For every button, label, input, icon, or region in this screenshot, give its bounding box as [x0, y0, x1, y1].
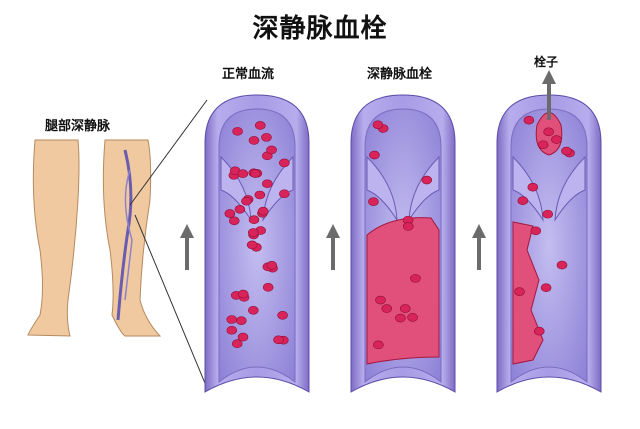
- valve-right: [554, 155, 586, 222]
- blood-cell: [369, 150, 380, 160]
- blood-cell: [237, 289, 249, 299]
- diagram-title: 深静脉血栓: [252, 14, 388, 44]
- flow-arrow-icon: [326, 224, 340, 270]
- embolus-arrow-icon: [542, 70, 556, 120]
- blood-cell: [395, 313, 406, 323]
- blood-cell: [368, 197, 379, 206]
- zoom-line-top: [129, 99, 208, 206]
- blood-cell: [517, 196, 529, 206]
- blood-cell: [279, 189, 290, 199]
- blood-cell: [237, 169, 249, 179]
- blood-cell: [241, 196, 252, 206]
- blood-cell: [228, 216, 240, 226]
- blood-cell: [542, 209, 553, 219]
- legs-illustration: [27, 139, 162, 337]
- zoom-line-bottom: [134, 214, 208, 389]
- blood-cell: [234, 205, 246, 214]
- blood-cell: [277, 311, 288, 320]
- blood-cell: [543, 127, 554, 137]
- blood-cell: [273, 335, 284, 345]
- blood-cell: [530, 226, 542, 236]
- blood-cell: [231, 339, 243, 349]
- vessel-dvt: [350, 94, 456, 393]
- blood-cell: [523, 115, 535, 125]
- vessel-embolus: [496, 94, 602, 393]
- label-leg-deep-vein: 腿部深静脉: [45, 119, 111, 134]
- blood-cell: [373, 340, 384, 350]
- blood-cell: [556, 260, 568, 270]
- blood-cell: [402, 222, 414, 231]
- blood-cell: [372, 120, 384, 130]
- blood-cell: [254, 121, 266, 130]
- thrombus: [366, 217, 440, 365]
- blood-cell: [224, 209, 236, 218]
- blood-cell: [226, 315, 238, 324]
- blood-cell: [248, 306, 259, 315]
- blood-cell: [254, 190, 266, 200]
- blood-cell: [266, 145, 277, 155]
- blood-cell: [537, 140, 549, 150]
- blood-cell: [421, 175, 433, 185]
- blood-cell: [226, 325, 238, 335]
- blood-cell: [248, 215, 260, 225]
- blood-cell: [232, 127, 243, 136]
- blood-cell: [262, 179, 273, 189]
- blood-cell: [381, 304, 393, 313]
- blood-cell: [262, 283, 274, 292]
- blood-cell: [257, 206, 269, 216]
- blood-cell: [561, 146, 572, 156]
- blood-cell: [249, 169, 261, 178]
- label-dvt: 深静脉血栓: [367, 67, 433, 82]
- blood-cell: [514, 287, 525, 296]
- blood-cell: [261, 133, 272, 142]
- blood-cell: [533, 326, 545, 336]
- blood-cell: [247, 228, 259, 237]
- label-embolus: 栓子: [534, 55, 559, 69]
- blood-cell: [236, 316, 247, 325]
- blood-cell: [246, 240, 258, 250]
- vessel-normal: [204, 94, 310, 393]
- blood-cell: [410, 274, 421, 283]
- flow-arrow-icon: [180, 224, 194, 270]
- label-normal-flow: 正常血流: [222, 67, 275, 82]
- blood-cell: [375, 295, 386, 305]
- blood-cell: [399, 304, 411, 313]
- blood-cell: [279, 158, 290, 168]
- blood-cell: [266, 261, 278, 270]
- blood-cell: [540, 283, 552, 293]
- blood-cell: [551, 135, 562, 144]
- blood-cell: [407, 313, 418, 322]
- blood-cell: [237, 332, 249, 342]
- blood-cell: [527, 182, 539, 192]
- blood-cell: [248, 136, 260, 145]
- flow-arrow-icon: [472, 224, 486, 270]
